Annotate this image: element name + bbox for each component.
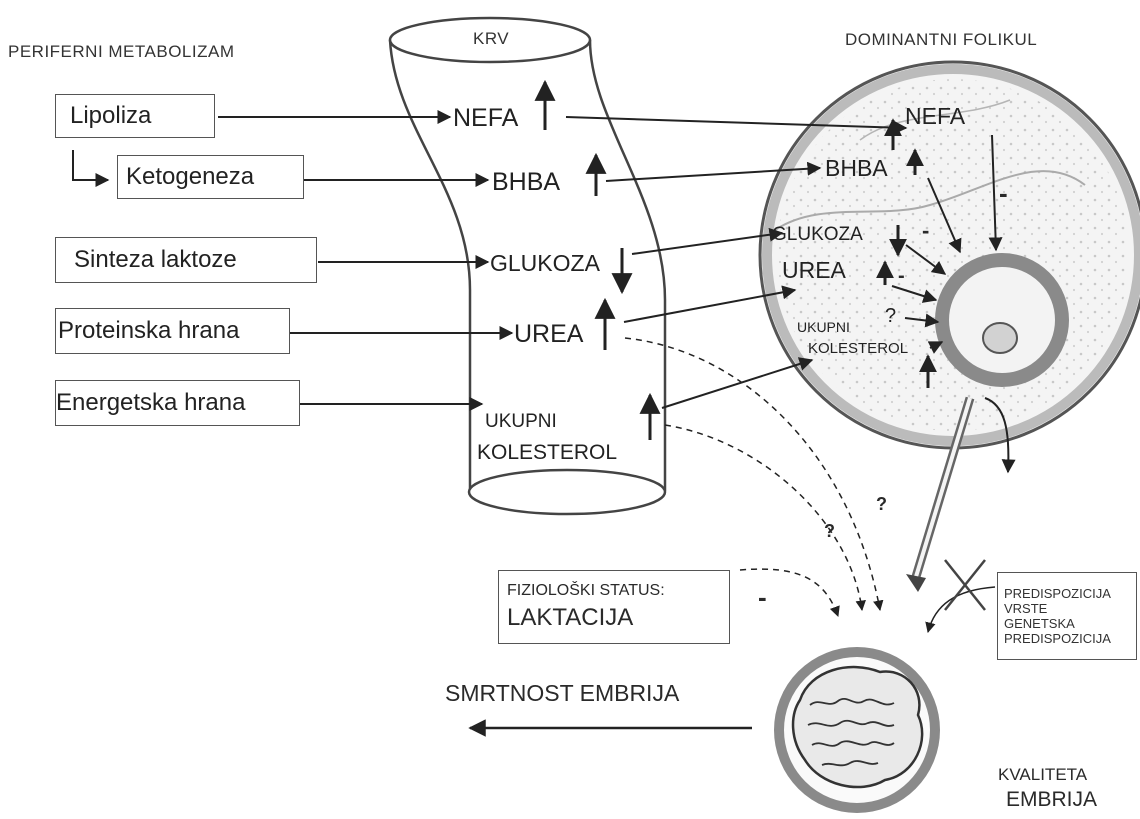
follicle-urea-label: UREA bbox=[782, 257, 846, 283]
blood-urea-label: UREA bbox=[514, 320, 584, 348]
minus-sign-urea: - bbox=[898, 265, 905, 287]
embryo bbox=[774, 647, 940, 813]
arrow-kolesterol-oocyte bbox=[904, 313, 940, 328]
status-line1: FIZIOLOŠKI STATUS: bbox=[507, 582, 665, 599]
status-box: FIZIOLOŠKI STATUS: LAKTACIJA bbox=[498, 570, 730, 644]
blood-kolesterol-line2: KOLESTEROL bbox=[477, 441, 618, 464]
minus-sign-glukoza: - bbox=[922, 218, 930, 243]
follicle-question-mark: ? bbox=[885, 305, 897, 327]
embryo-quality-line1: KVALITETA bbox=[998, 765, 1088, 784]
blood-vessel bbox=[388, 16, 667, 516]
sinteza-laktoze-box: Sinteza laktoze bbox=[55, 237, 317, 283]
follicle-kolesterol-line2: KOLESTEROL bbox=[808, 340, 909, 357]
arrow-follicle-exit bbox=[984, 397, 1016, 474]
energetska-hrana-box: Energetska hrana bbox=[55, 380, 300, 426]
dashed-status-embryo bbox=[739, 568, 840, 617]
arrow-predisposition-embryo bbox=[925, 586, 996, 634]
arrow-urea-oocyte bbox=[891, 285, 938, 303]
predisposition-line3: GENETSKA bbox=[1004, 616, 1075, 631]
minus-sign-nefa: - bbox=[999, 178, 1008, 208]
arrow-blood-follicle-kolesterol bbox=[661, 357, 814, 409]
arrow-bhba-oocyte bbox=[927, 177, 962, 254]
proteinska-hrana-box: Proteinska hrana bbox=[55, 308, 290, 354]
arrow-kolesterol-oocyte-2 bbox=[927, 341, 944, 354]
energetska-hrana-label: Energetska hrana bbox=[56, 389, 246, 416]
predisposition-line4: PREDISPOZICIJA bbox=[1004, 631, 1111, 646]
predisposition-box: PREDISPOZICIJA VRSTE GENETSKA PREDISPOZI… bbox=[997, 572, 1137, 660]
arrow-glukoza-oocyte bbox=[905, 244, 947, 275]
lipoliza-box: Lipoliza bbox=[55, 94, 215, 138]
blood-header: KRV bbox=[473, 29, 510, 48]
status-line2: LAKTACIJA bbox=[507, 604, 634, 631]
embryo-death-label: SMRTNOST EMBRIJA bbox=[445, 680, 680, 706]
arrow-blood-follicle-nefa bbox=[565, 116, 908, 135]
predisposition-line2: VRSTE bbox=[1004, 601, 1048, 616]
follicle-kolesterol-line1: UKUPNI bbox=[797, 319, 850, 335]
follicle-bhba-label: BHBA bbox=[825, 155, 888, 181]
dashed-urea-embryo bbox=[624, 337, 884, 612]
oocyte-nucleus bbox=[982, 322, 1018, 354]
ketogeneza-label: Ketogeneza bbox=[126, 163, 255, 190]
dominant-follicle bbox=[758, 60, 1140, 450]
sinteza-laktoze-label: Sinteza laktoze bbox=[74, 246, 237, 273]
follicle-nefa-label: NEFA bbox=[905, 103, 966, 129]
arrow-blood-follicle-urea bbox=[623, 285, 797, 323]
lipoliza-label: Lipoliza bbox=[70, 102, 152, 129]
minus-sign-status: - bbox=[758, 582, 767, 612]
peripheral-metabolism-header: PERIFERNI METABOLIZAM bbox=[8, 42, 235, 61]
blocked-x-icon bbox=[944, 559, 986, 611]
oocyte bbox=[935, 253, 1069, 387]
question-mark-kolesterol: ? bbox=[824, 521, 835, 541]
dashed-kolesterol-embryo bbox=[664, 424, 866, 612]
blood-glukoza-label: GLUKOZA bbox=[490, 250, 600, 276]
blood-nefa-label: NEFA bbox=[453, 104, 519, 132]
blood-bhba-label: BHBA bbox=[492, 168, 561, 196]
arrow-nefa-oocyte bbox=[988, 134, 1003, 252]
ketogeneza-box: Ketogeneza bbox=[117, 155, 304, 199]
embryo-quality-line2: EMBRIJA bbox=[1006, 788, 1098, 811]
arrow-blood-follicle-bhba bbox=[605, 161, 822, 182]
follicle-glukoza-label: GLUKOZA bbox=[772, 224, 863, 245]
arrow-blood-follicle-glukoza bbox=[631, 227, 784, 255]
blood-kolesterol-line1: UKUPNI bbox=[485, 411, 557, 432]
ovulation-arrow bbox=[906, 396, 975, 592]
dominant-follicle-header: DOMINANTNI FOLIKUL bbox=[845, 30, 1038, 49]
question-mark-urea: ? bbox=[876, 494, 887, 514]
proteinska-hrana-label: Proteinska hrana bbox=[58, 317, 240, 344]
arrow-lipoliza-ketogeneza bbox=[72, 150, 110, 187]
predisposition-line1: PREDISPOZICIJA bbox=[1004, 586, 1111, 601]
